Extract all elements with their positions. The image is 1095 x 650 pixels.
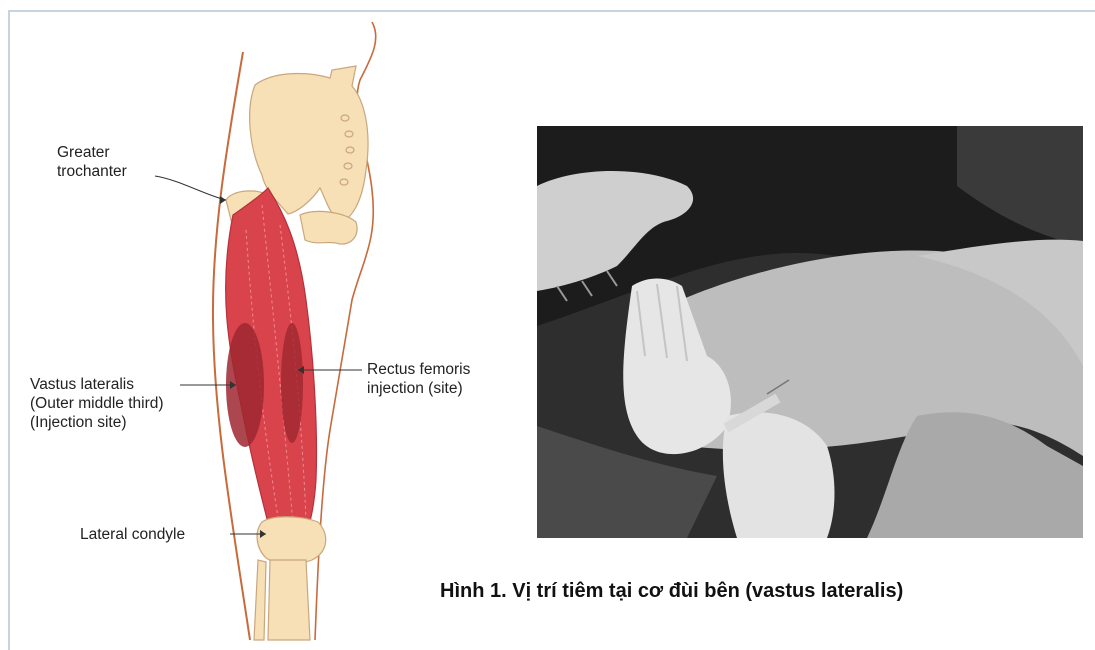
- lateral-condyle-label: Lateral condyle: [80, 525, 185, 544]
- rectus-femoris-label: Rectus femoris injection (site): [367, 360, 470, 398]
- vastus-lateralis-label: Vastus lateralis (Outer middle third) (I…: [30, 375, 164, 432]
- tibia-fibula: [254, 560, 310, 640]
- figure-caption: Hình 1. Vị trí tiêm tại cơ đùi bên (vast…: [440, 580, 1080, 603]
- injection-photo: [537, 126, 1083, 538]
- knee-bones: [257, 517, 326, 565]
- injection-photo-drawing: [537, 126, 1083, 538]
- greater-trochanter-label: Greater trochanter: [57, 143, 127, 181]
- thigh-anatomy-diagram: [0, 0, 520, 647]
- rectus-femoris-site: [281, 323, 303, 443]
